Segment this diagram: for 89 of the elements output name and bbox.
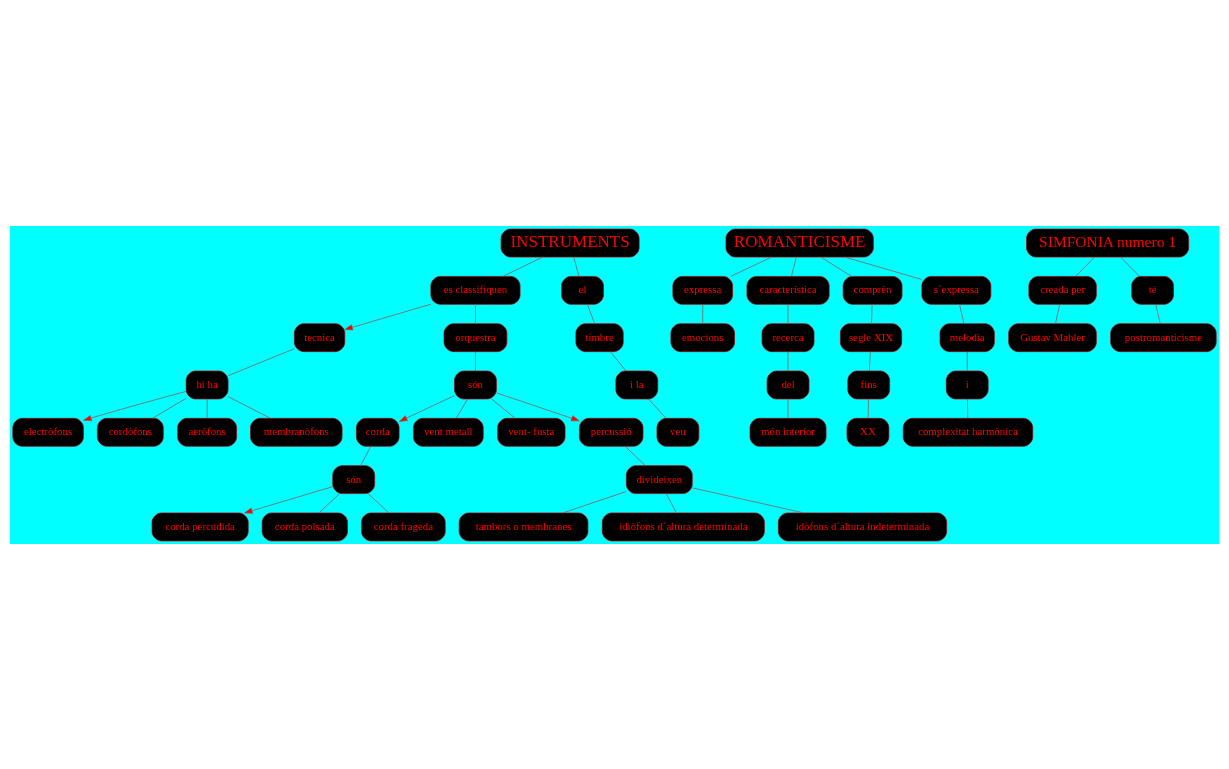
connector [692, 486, 805, 513]
node-box: divideixen [625, 464, 693, 494]
node-box: corda [356, 417, 400, 447]
node-box: s´expressa [921, 275, 992, 305]
connector [1120, 256, 1140, 277]
connector [730, 256, 772, 277]
connector [227, 395, 271, 419]
node-box: SIMFONIA numero 1 [1026, 228, 1190, 257]
connector [869, 350, 871, 371]
connector [562, 490, 627, 513]
connector [867, 398, 869, 419]
connector [573, 256, 580, 277]
node-box: cordòfons [96, 417, 164, 447]
arrow [244, 485, 334, 514]
connector [791, 256, 797, 277]
node-box: corda frageda [361, 512, 446, 541]
node-box: vent- fusta [497, 417, 566, 447]
connector [967, 398, 969, 419]
node-box: corda polsada [261, 512, 348, 541]
node-box: corda percudida [151, 512, 249, 541]
node-box: recerca [761, 322, 815, 352]
node-box: vent metall [413, 417, 484, 447]
node-box: segle XIX [840, 322, 903, 352]
connector [959, 303, 965, 324]
node-box: tecnica [294, 322, 346, 352]
connector [475, 350, 476, 371]
connector [609, 350, 627, 371]
connector [587, 303, 595, 324]
arrow [344, 303, 432, 330]
node-box: comprèn [842, 275, 903, 305]
node-box: orquestra [443, 322, 508, 352]
arrow [83, 390, 187, 421]
connector [502, 256, 544, 277]
node-box: membranòfons [250, 417, 343, 447]
node-box: i [945, 370, 989, 399]
connector [648, 398, 667, 419]
node-box: idòfons d´altura indeterminada [777, 512, 948, 541]
node-box: del [766, 370, 810, 399]
node-box: Gustav Mahler [1008, 322, 1097, 352]
node-box: són [332, 464, 376, 494]
node-box: INSTRUMENTS [500, 228, 640, 257]
node-box: complexitat harmònica [902, 417, 1034, 447]
node-box: percussió [579, 417, 644, 447]
connector [360, 445, 372, 466]
arrow [398, 394, 455, 422]
connector [152, 397, 187, 419]
node-box: fins [847, 370, 891, 399]
node-box: són [454, 370, 497, 399]
node-box: creada per [1028, 275, 1097, 305]
connector [1055, 303, 1061, 324]
node-box: característica [746, 275, 830, 305]
node-box: postromanticisme [1110, 322, 1217, 352]
node-box: es classifiquen [430, 275, 521, 305]
node-box: veu [656, 417, 700, 447]
node-box: el [561, 275, 604, 305]
connector [206, 398, 208, 419]
node-box: aeròfons [177, 417, 237, 447]
connector [787, 398, 789, 419]
node-box: idiòfons d´altura determinada [601, 512, 765, 541]
connector [702, 303, 704, 324]
node-box: té [1131, 275, 1174, 305]
connector [318, 492, 340, 513]
node-box: expressa [672, 275, 733, 305]
connector [1155, 303, 1161, 324]
node-box: tambors o membranes [458, 512, 589, 541]
connector [491, 398, 516, 419]
connector [455, 398, 468, 419]
node-box: món interior [749, 417, 827, 447]
connector [475, 303, 476, 324]
node-box: i la [615, 370, 659, 399]
connector [820, 256, 852, 277]
node-box: emocions [670, 322, 735, 352]
connector [871, 303, 873, 324]
connector [844, 256, 922, 280]
connector [367, 492, 390, 513]
node-box: ROMANTICISME [725, 228, 874, 257]
connector [624, 445, 646, 466]
arrow [496, 392, 580, 421]
node-box: timbre [575, 322, 624, 352]
node-box: hi ha [185, 370, 229, 399]
connector [227, 347, 295, 376]
connector [787, 350, 789, 371]
node-box: melodia [939, 322, 995, 352]
connector [1075, 256, 1095, 277]
connector [787, 303, 789, 324]
node-box: electròfons [12, 417, 84, 447]
node-box: XX [846, 417, 890, 447]
connector [966, 350, 968, 371]
connector [665, 492, 677, 513]
